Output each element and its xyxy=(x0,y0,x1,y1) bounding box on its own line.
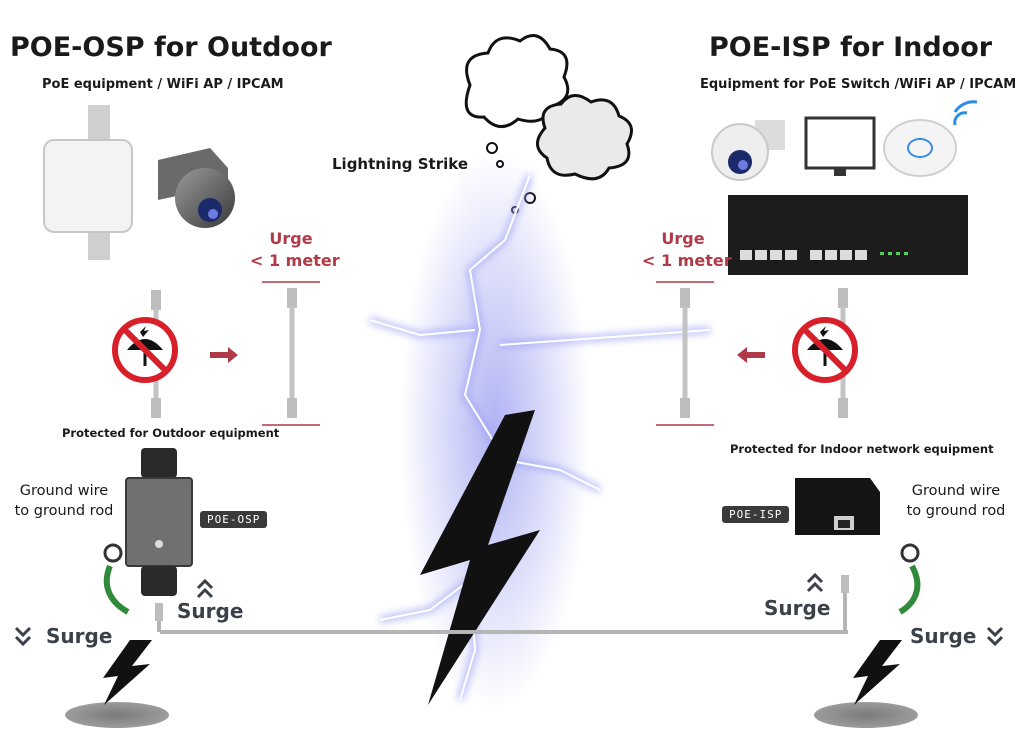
right-urge-label: Urge < 1 meter xyxy=(642,228,732,272)
right-arrow-icon xyxy=(210,347,238,363)
left-surge-label-2: Surge xyxy=(177,599,244,623)
ground-lug-icon xyxy=(103,543,130,615)
surge-up-chevron-icon xyxy=(196,578,214,599)
surge-down-chevron-icon xyxy=(14,626,32,647)
left-urge-line2: < 1 meter xyxy=(250,251,340,270)
right-ground-label: Ground wire to ground rod xyxy=(900,481,1012,521)
left-urge-label: Urge < 1 meter xyxy=(250,228,340,272)
right-ground-line1: Ground wire xyxy=(911,483,1001,499)
left-title: POE-OSP for Outdoor xyxy=(10,32,332,63)
left-subtitle: PoE equipment / WiFi AP / IPCAM xyxy=(42,77,284,92)
poe-isp-device-icon xyxy=(795,478,880,535)
monitor-icon xyxy=(804,116,876,176)
wifi-signal-icon xyxy=(953,100,978,126)
right-ground-line2: to ground rod xyxy=(906,503,1006,519)
ip-camera-icon xyxy=(158,148,235,228)
left-surge-label-1: Surge xyxy=(46,624,113,648)
left-urge-line1: Urge xyxy=(269,229,313,248)
surge-down-chevron-icon xyxy=(986,626,1004,647)
left-ground-label: Ground wire to ground rod xyxy=(8,481,120,521)
right-title: POE-ISP for Indoor xyxy=(709,32,993,63)
poe-osp-device-icon xyxy=(125,448,193,596)
short-cable-icon xyxy=(656,281,714,426)
outdoor-ap-icon xyxy=(43,105,133,260)
short-cable-icon xyxy=(262,281,320,426)
poe-isp-badge: POE-ISP xyxy=(722,506,790,523)
right-surge-label-2: Surge xyxy=(910,624,977,648)
right-urge-line1: Urge xyxy=(661,229,705,248)
wifi-ap-icon xyxy=(883,119,957,177)
right-surge-label-1: Surge xyxy=(764,596,831,620)
left-ground-strike-icon xyxy=(65,640,169,728)
lightning-strike-label: Lightning Strike xyxy=(332,155,469,173)
poe-osp-badge: POE-OSP xyxy=(200,511,268,528)
no-umbrella-warning-icon xyxy=(792,317,858,383)
right-ground-strike-icon xyxy=(814,640,918,728)
no-umbrella-warning-icon xyxy=(112,317,178,383)
left-arrow-icon xyxy=(737,347,765,363)
left-protected-note: Protected for Outdoor equipment xyxy=(62,426,280,440)
left-ground-line2: to ground rod xyxy=(14,503,114,519)
rj45-connector-icon xyxy=(155,603,163,621)
surge-up-chevron-icon xyxy=(806,572,824,593)
ground-lug-icon xyxy=(898,543,921,615)
dome-camera-icon xyxy=(711,120,785,181)
right-protected-note: Protected for Indoor network equipment xyxy=(730,442,994,456)
right-urge-line2: < 1 meter xyxy=(642,251,732,270)
right-subtitle: Equipment for PoE Switch /WiFi AP / IPCA… xyxy=(700,77,1017,92)
rj45-connector-icon xyxy=(841,575,849,593)
left-ground-line1: Ground wire xyxy=(19,483,109,499)
poe-switch-icon xyxy=(728,195,968,275)
